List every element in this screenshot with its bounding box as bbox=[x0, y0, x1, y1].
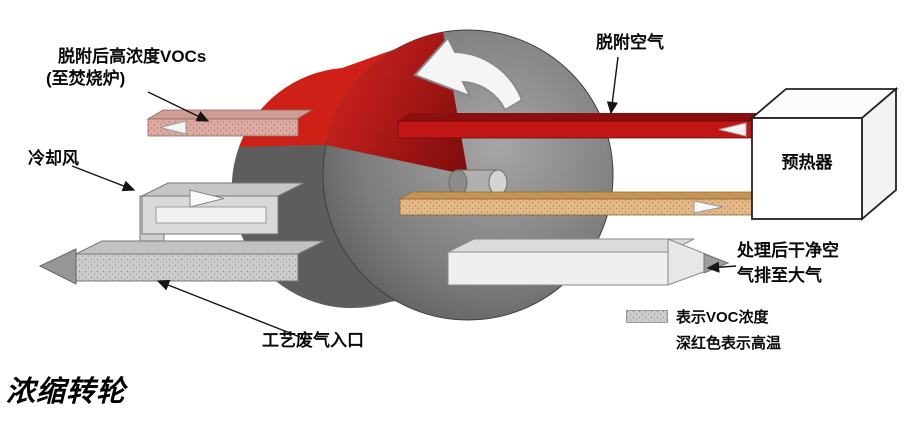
flow-arrow-left-icon bbox=[718, 122, 747, 137]
duct-end-arrow-icon bbox=[38, 248, 77, 285]
label-clean-air: 处理后干净空 气排至大气 bbox=[737, 238, 839, 288]
label-desorbed-vocs: 脱附后高浓度VOCs (至焚烧炉) bbox=[46, 46, 206, 90]
preheater-box bbox=[749, 87, 899, 221]
label-cooling-air: 冷却风 bbox=[28, 149, 79, 168]
clean-air-duct bbox=[447, 238, 730, 286]
legend: 表示VOC浓度 深红色表示高温 bbox=[626, 306, 781, 353]
duct-arrow-head bbox=[667, 238, 730, 286]
rotation-arrow-icon bbox=[413, 36, 524, 112]
duct-arrow-tip-icon bbox=[703, 253, 730, 274]
hub-cylinder bbox=[448, 169, 508, 196]
label-clean-air-line1: 处理后干净空 bbox=[737, 241, 839, 260]
flow-arrow-left-icon bbox=[159, 120, 187, 135]
leader-process-gas bbox=[156, 279, 301, 338]
leader-cooling-air bbox=[71, 165, 136, 192]
label-process-gas-inlet: 工艺废气入口 bbox=[262, 331, 364, 350]
desorbed-vocs-duct bbox=[146, 109, 314, 137]
flow-arrow-right-icon bbox=[693, 200, 724, 214]
legend-voc-label: 表示VOC浓度 bbox=[676, 309, 769, 326]
label-preheater: 预热器 bbox=[781, 153, 833, 172]
label-clean-air-line2: 气排至大气 bbox=[737, 266, 822, 285]
leader-lines bbox=[71, 56, 737, 338]
legend-high-temp-label: 深红色表示高温 bbox=[676, 335, 782, 352]
voc-laden-air-duct bbox=[398, 191, 767, 216]
label-desorption-air: 脱附空气 bbox=[596, 33, 664, 52]
page-title: 浓缩转轮 bbox=[6, 376, 127, 408]
leader-desorption-air bbox=[606, 56, 619, 115]
process-gas-duct bbox=[38, 240, 325, 285]
leader-clean-air bbox=[706, 261, 737, 273]
flow-arrow-right-icon bbox=[189, 189, 225, 208]
leader-desorbed-vocs bbox=[147, 91, 210, 122]
desorption-air-duct bbox=[397, 113, 766, 139]
voc-concentration-swatch-icon bbox=[626, 310, 668, 323]
label-desorbed-vocs-line2: (至焚烧炉) bbox=[46, 69, 126, 88]
label-desorbed-vocs-line1: 脱附后高浓度VOCs bbox=[58, 47, 207, 66]
